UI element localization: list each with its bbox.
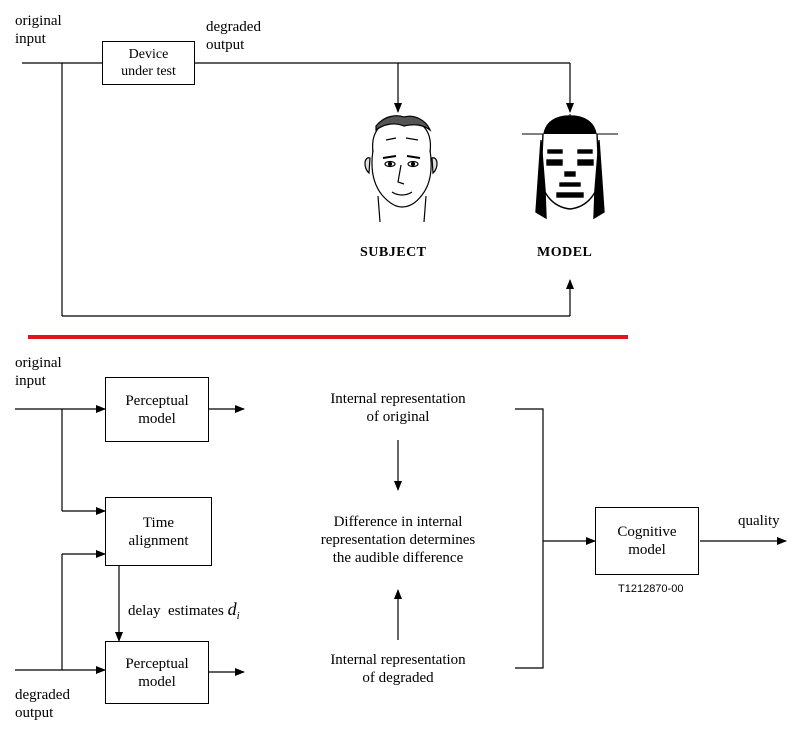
quality-label: quality xyxy=(738,513,780,529)
internal-degraded-line2: of degraded xyxy=(362,670,434,686)
perceptual-bottom-line2: model xyxy=(138,673,176,690)
top-degraded-output-label: degraded output xyxy=(206,18,261,54)
top-input-line2: input xyxy=(15,31,46,47)
internal-original-label: Internal representation of original xyxy=(298,390,498,426)
cognitive-model-line2: model xyxy=(628,542,666,558)
time-alignment-line2: alignment xyxy=(128,532,189,549)
top-original-input-label: original input xyxy=(15,12,62,48)
top-connectors xyxy=(22,62,574,317)
delay-subscript: i xyxy=(236,610,240,622)
difference-line1: Difference in internal xyxy=(333,514,463,530)
perceptual-top-line1: Perceptual xyxy=(125,392,189,409)
cognitive-model-line1: Cognitive xyxy=(617,524,677,540)
time-alignment-box: Time alignment xyxy=(105,497,212,566)
bottom-connectors xyxy=(15,405,787,676)
difference-label: Difference in internal representation de… xyxy=(290,513,506,567)
device-box-line1: Device xyxy=(128,47,169,62)
difference-line2: representation determines xyxy=(320,532,476,548)
delay-estimates-label: delay estimates di xyxy=(128,600,240,625)
delay-text: delay estimates xyxy=(128,603,224,619)
internal-original-line2: of original xyxy=(366,409,430,425)
time-alignment-line1: Time xyxy=(142,514,175,531)
subject-label: SUBJECT xyxy=(360,245,427,260)
device-box-line2: under test xyxy=(121,64,176,79)
bottom-output-line2: output xyxy=(15,705,54,721)
model-face-icon xyxy=(522,114,618,220)
perceptual-bottom-line1: Perceptual xyxy=(125,655,189,672)
top-output-line1: degraded xyxy=(206,19,261,35)
bottom-output-line1: degraded xyxy=(15,687,70,703)
internal-original-line1: Internal representation xyxy=(330,391,466,407)
figure-code-label: T1212870-00 xyxy=(618,583,684,595)
perceptual-top-line2: model xyxy=(138,410,176,427)
combining-bracket xyxy=(515,408,544,669)
bottom-input-line2: input xyxy=(15,373,46,389)
top-output-line2: output xyxy=(206,37,245,53)
model-label: MODEL xyxy=(537,245,593,260)
difference-line3: the audible difference xyxy=(332,550,464,566)
perceptual-model-bottom-box: Perceptual model xyxy=(105,641,209,704)
internal-degraded-line1: Internal representation xyxy=(330,652,466,668)
subject-face-icon xyxy=(364,115,438,223)
perceptual-model-top-box: Perceptual model xyxy=(105,377,209,442)
bottom-original-input-label: original input xyxy=(15,354,62,390)
bottom-input-line1: original xyxy=(15,355,62,371)
bottom-degraded-output-label: degraded output xyxy=(15,686,70,722)
cognitive-model-box: Cognitive model xyxy=(595,507,699,575)
device-under-test-box: Device under test xyxy=(102,41,195,85)
top-input-line1: original xyxy=(15,13,62,29)
delay-symbol: d xyxy=(227,599,237,619)
internal-degraded-label: Internal representation of degraded xyxy=(298,651,498,687)
